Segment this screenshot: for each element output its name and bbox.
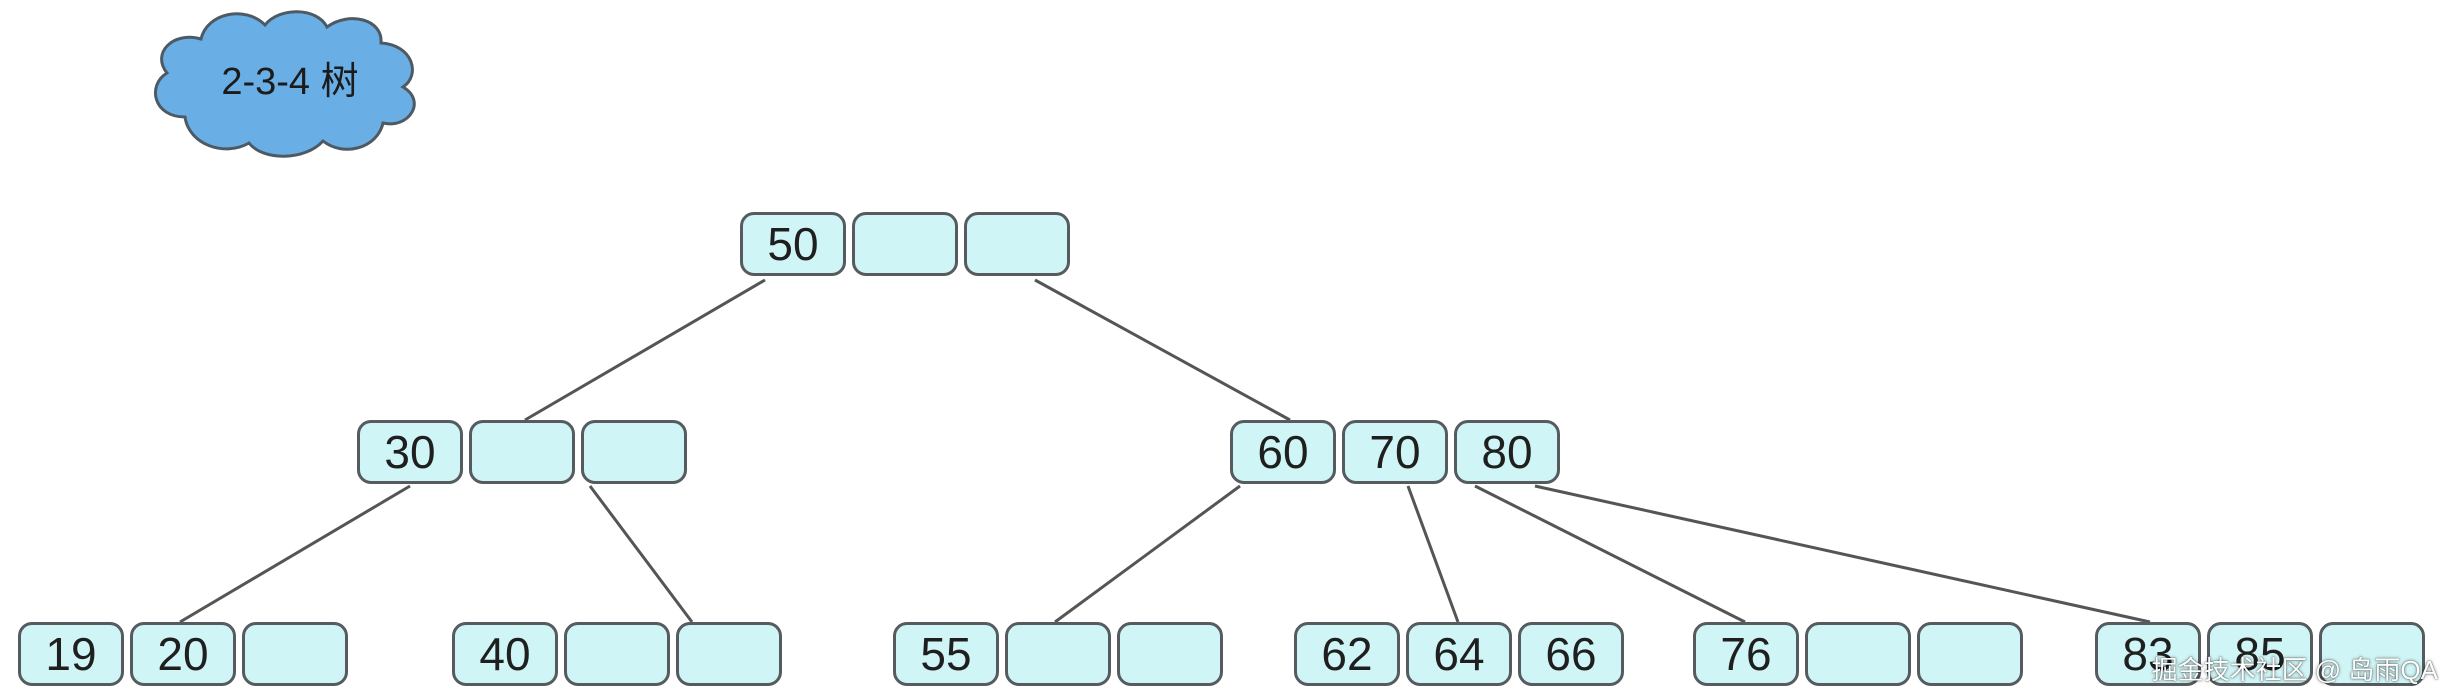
node-rc-slot-1: 76: [1693, 622, 1799, 686]
node-lr-slot-1: 40: [452, 622, 558, 686]
diagram-title: 2-3-4 树: [221, 61, 359, 103]
node-l-slot-1: 30: [357, 420, 463, 484]
node-rd-slot-1: 83: [2095, 622, 2201, 686]
node-ll-slot-3: [242, 622, 348, 686]
node-root-slot-1: 50: [740, 212, 846, 276]
node-rb-slot-1: 62: [1294, 622, 1400, 686]
node-r-slot-2: 70: [1342, 420, 1448, 484]
edge-root-l: [524, 278, 766, 422]
node-l-slot-3: [581, 420, 687, 484]
edge-l-lr: [588, 485, 694, 623]
node-ll-slot-2: 20: [130, 622, 236, 686]
node-rd-slot-3: [2319, 622, 2425, 686]
node-root-slot-2: [852, 212, 958, 276]
edge-r-rd: [1534, 484, 2151, 624]
node-r-slot-3: 80: [1454, 420, 1560, 484]
node-rc-slot-2: [1805, 622, 1911, 686]
watermark: 掘金技术社区 @ 岛雨QA: [2151, 655, 2438, 685]
node-ra-slot-2: [1005, 622, 1111, 686]
node-l-slot-2: [469, 420, 575, 484]
edge-r-ra: [1054, 484, 1241, 624]
edge-root-r: [1034, 278, 1291, 422]
edge-r-rb: [1406, 485, 1460, 623]
node-rb-slot-2: 64: [1406, 622, 1512, 686]
edge-l-ll: [179, 484, 411, 624]
node-rc-slot-3: [1917, 622, 2023, 686]
title-cloud: 2-3-4 树: [145, 5, 435, 160]
node-rd-slot-2: 85: [2207, 622, 2313, 686]
node-rb-slot-3: 66: [1518, 622, 1624, 686]
edge-r-rc: [1474, 484, 1746, 624]
node-root-slot-3: [964, 212, 1070, 276]
node-ra-slot-1: 55: [893, 622, 999, 686]
node-r-slot-1: 60: [1230, 420, 1336, 484]
node-lr-slot-2: [564, 622, 670, 686]
cloud-shape: [153, 10, 416, 158]
node-ll-slot-1: 19: [18, 622, 124, 686]
node-lr-slot-3: [676, 622, 782, 686]
node-ra-slot-3: [1117, 622, 1223, 686]
